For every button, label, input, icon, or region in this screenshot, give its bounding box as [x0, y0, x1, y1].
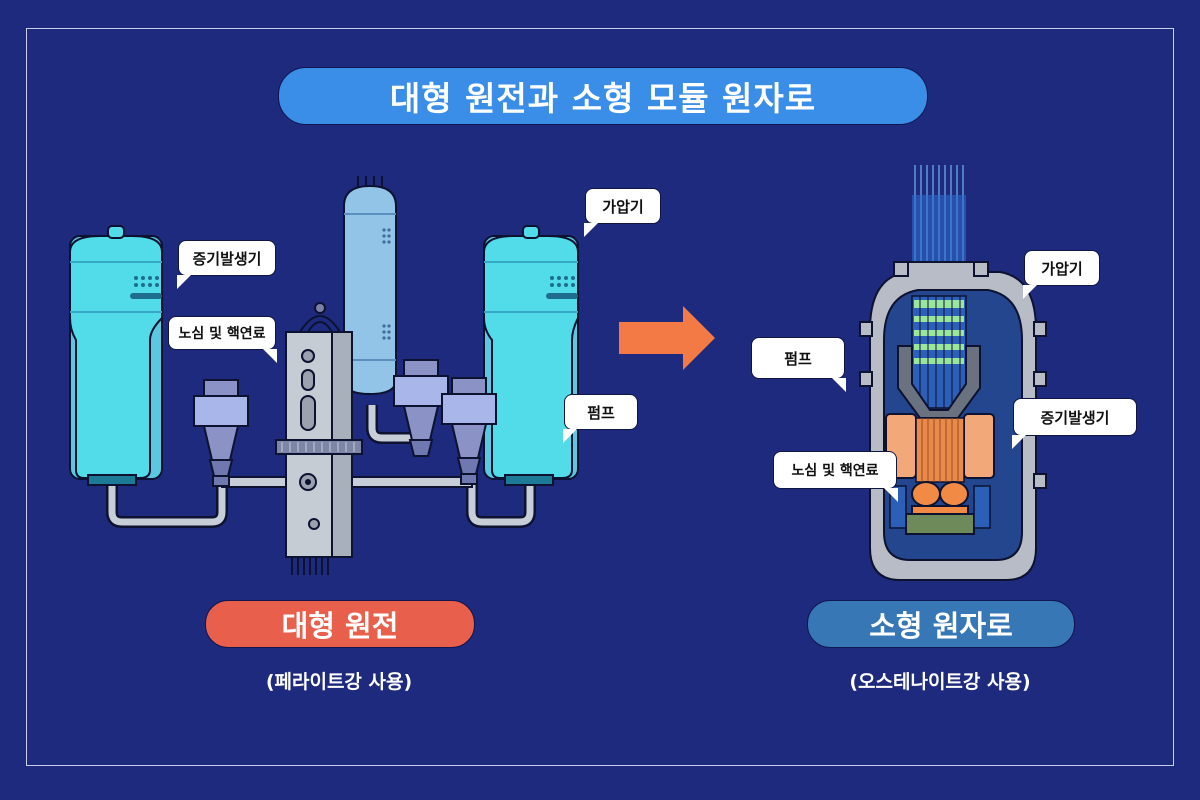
callout-tail [832, 378, 846, 392]
outer-frame [26, 28, 1174, 766]
smr-illustration [859, 165, 1047, 581]
callout-tail [1012, 435, 1026, 449]
label-text: 펌프 [587, 403, 615, 422]
label-text: 증기발생기 [192, 249, 262, 268]
label-small-pressurizer: 가압기 [1023, 250, 1100, 299]
label-text: 증기발생기 [1040, 408, 1110, 427]
callout-tail [584, 223, 598, 237]
callout-tail [177, 275, 191, 289]
label-large-pump: 펌프 [563, 394, 638, 443]
label-text: 가압기 [602, 197, 644, 216]
callout-tail [263, 349, 277, 363]
small-reactor-title: 소형 원자로 [807, 600, 1075, 648]
label-text: 노심 및 핵연료 [791, 463, 879, 479]
label-large-core: 노심 및 핵연료 [168, 316, 277, 363]
large-plant-illustration [69, 176, 579, 575]
large-plant-title: 대형 원전 [205, 600, 475, 648]
callout-tail [563, 429, 577, 443]
label-small-steam-generator: 증기발생기 [1012, 398, 1137, 449]
large-plant-material: (페라이트강 사용) [265, 671, 413, 693]
page-title: 대형 원전과 소형 모듈 원자로 [278, 67, 928, 125]
label-large-pressurizer: 가압기 [584, 188, 661, 237]
label-small-core: 노심 및 핵연료 [773, 451, 898, 502]
transition-arrow [619, 306, 715, 370]
label-text: 가압기 [1041, 259, 1083, 278]
label-small-pump: 펌프 [751, 337, 846, 392]
callout-tail [884, 488, 898, 502]
small-reactor-material: (오스테나이트강 사용) [849, 671, 1031, 693]
callout-tail [1023, 285, 1037, 299]
label-text: 노심 및 핵연료 [178, 326, 266, 342]
label-large-steam-generator: 증기발생기 [177, 240, 276, 289]
label-text: 펌프 [784, 349, 812, 368]
